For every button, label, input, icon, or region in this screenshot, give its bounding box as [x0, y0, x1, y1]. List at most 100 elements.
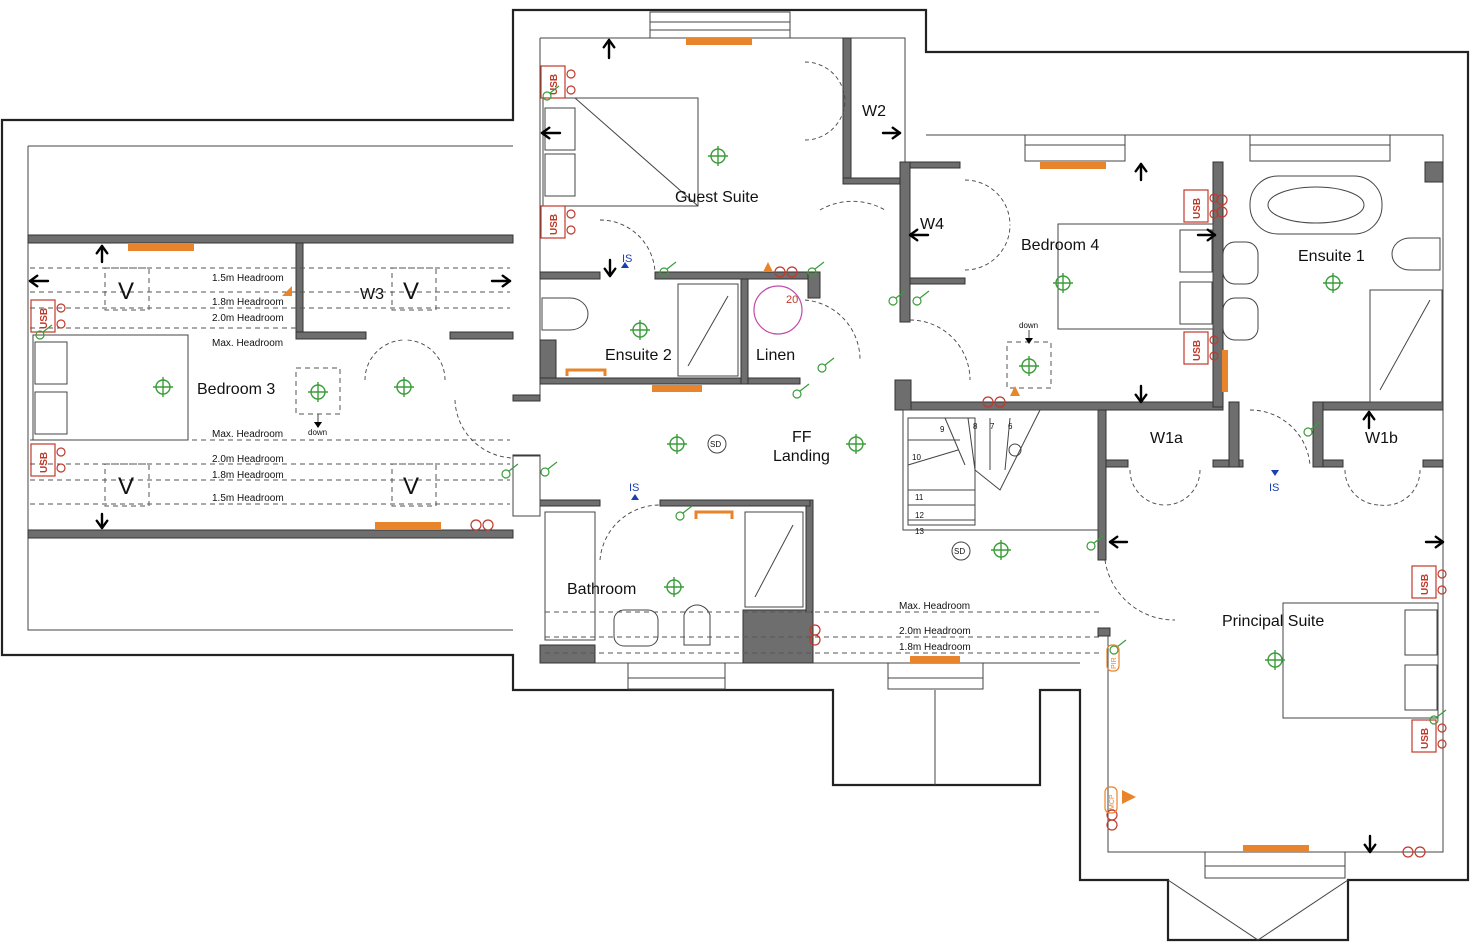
power-socket-icon	[470, 519, 482, 531]
radiator	[652, 385, 702, 392]
velux-label: V	[118, 473, 134, 500]
power-socket-icon	[1402, 846, 1414, 858]
direction-arrow-icon	[1134, 384, 1148, 404]
ceiling-light-icon	[1323, 273, 1343, 293]
direction-arrow-icon	[603, 258, 617, 278]
room-label-w1a: W1a	[1150, 430, 1183, 447]
light-switches	[35, 85, 1447, 725]
light-switch-icon	[1303, 421, 1321, 437]
light-switch-icon	[675, 505, 693, 521]
direction-arrow-icon	[908, 228, 930, 242]
hatch-direction: down	[1019, 321, 1038, 330]
headroom-lines-right: Max. Headroom 2.0m Headroom 1.8m Headroo…	[545, 601, 1100, 654]
radiator	[910, 656, 960, 663]
power-socket-icon	[1216, 206, 1228, 218]
light-switch-icon	[1429, 709, 1447, 725]
headroom-label: Max. Headroom	[212, 338, 283, 349]
ceiling-light-icon	[708, 146, 728, 166]
room-label-bathroom: Bathroom	[567, 581, 636, 598]
headroom-label: 1.5m Headroom	[212, 273, 284, 284]
direction-arrow-icon	[95, 244, 109, 264]
light-switch-icon	[792, 383, 810, 399]
smoke-detector-label: SD	[954, 547, 965, 556]
power-socket-icon	[482, 519, 494, 531]
usb-socket-icon: USB	[1183, 189, 1219, 223]
loft-hatches: down down	[295, 321, 1052, 437]
power-socket-icon	[1216, 194, 1228, 206]
ceiling-light-icon	[667, 434, 687, 454]
direction-arrow-icon	[28, 274, 50, 288]
light-switch-icon	[542, 85, 560, 101]
direction-arrow-icon	[95, 512, 109, 530]
stair-number: 6	[1008, 422, 1013, 431]
power-socket-icon	[774, 266, 786, 278]
radiators	[128, 38, 1309, 852]
radiator	[1222, 350, 1228, 392]
velux-label: V	[403, 473, 419, 500]
sensor-label: IS	[1269, 482, 1279, 494]
room-labels: Guest Suite W2 W4 Bedroom 4 Ensuite 1 Be…	[197, 103, 1398, 630]
power-socket-icon	[982, 396, 994, 408]
velux-windows: V V V V	[104, 267, 437, 507]
direction-arrow-icon	[1424, 535, 1445, 549]
radiator	[1040, 162, 1106, 169]
direction-arrow-icon	[490, 274, 512, 288]
ceiling-light-icon	[308, 382, 328, 402]
direction-arrow-icon	[602, 38, 616, 60]
room-label-bedroom3: Bedroom 3	[197, 381, 275, 398]
radiator	[128, 244, 194, 251]
direction-arrow-icon	[1363, 834, 1377, 854]
svg-text:USB: USB	[1420, 728, 1431, 749]
staircase: 9 8 7 6 10 11 12 13	[902, 409, 1099, 536]
power-socket-icon	[786, 266, 798, 278]
headroom-label: 2.0m Headroom	[212, 454, 284, 465]
velux-label: V	[118, 278, 134, 305]
headroom-label: 1.5m Headroom	[212, 493, 284, 504]
power-socket-icon	[1106, 819, 1118, 831]
stair-number: 13	[915, 527, 924, 536]
power-socket-icon	[809, 634, 821, 646]
linen-number: 20	[786, 294, 798, 306]
stair-number: 7	[990, 422, 995, 431]
room-label-principal-suite: Principal Suite	[1222, 613, 1324, 630]
ceiling-light-icon	[1053, 273, 1073, 293]
stair-number: 12	[915, 511, 924, 520]
internal-walls	[539, 37, 1444, 664]
sensor-label: IS	[622, 253, 632, 265]
usb-socket-icon: USB	[540, 65, 576, 99]
light-switch-icon	[817, 357, 835, 373]
headroom-labels-left: 1.5m Headroom 1.8m Headroom 2.0m Headroo…	[212, 273, 284, 504]
light-switch-icon	[1086, 535, 1104, 551]
headroom-label: 1.8m Headroom	[212, 470, 284, 481]
usb-socket-icon: USB	[1411, 719, 1447, 753]
svg-text:USB: USB	[549, 214, 560, 235]
power-socket-icon	[994, 396, 1006, 408]
velux-label: V	[403, 278, 419, 305]
direction-arrow-icon	[1108, 535, 1129, 549]
windows	[512, 11, 1391, 879]
ceiling-light-icon	[991, 540, 1011, 560]
light-switch-icon	[807, 261, 825, 277]
headroom-label: Max. Headroom	[899, 601, 970, 612]
direction-arrow-icon	[1196, 228, 1217, 242]
direction-arrow-icon	[1362, 410, 1376, 430]
room-label-ensuite1: Ensuite 1	[1298, 248, 1365, 265]
mcp-label: MCP	[1109, 794, 1116, 810]
headroom-label: Max. Headroom	[212, 429, 283, 440]
headroom-label: 1.8m Headroom	[212, 297, 284, 308]
intruder-sensors: IS IS IS	[621, 253, 1279, 500]
svg-text:USB: USB	[1192, 340, 1203, 361]
ceiling-light-icon	[153, 377, 173, 397]
usb-socket-icon: USB	[540, 205, 576, 239]
room-label-w1b: W1b	[1365, 430, 1398, 447]
ceiling-light-icon	[1019, 356, 1039, 376]
room-label-w4: W4	[920, 216, 944, 233]
ceiling-light-icon	[630, 320, 650, 340]
radiator	[375, 522, 441, 529]
room-label-w3: W3	[360, 286, 384, 303]
ceiling-lights	[153, 146, 1343, 670]
svg-text:USB: USB	[1420, 574, 1431, 595]
svg-text:USB: USB	[39, 308, 50, 329]
